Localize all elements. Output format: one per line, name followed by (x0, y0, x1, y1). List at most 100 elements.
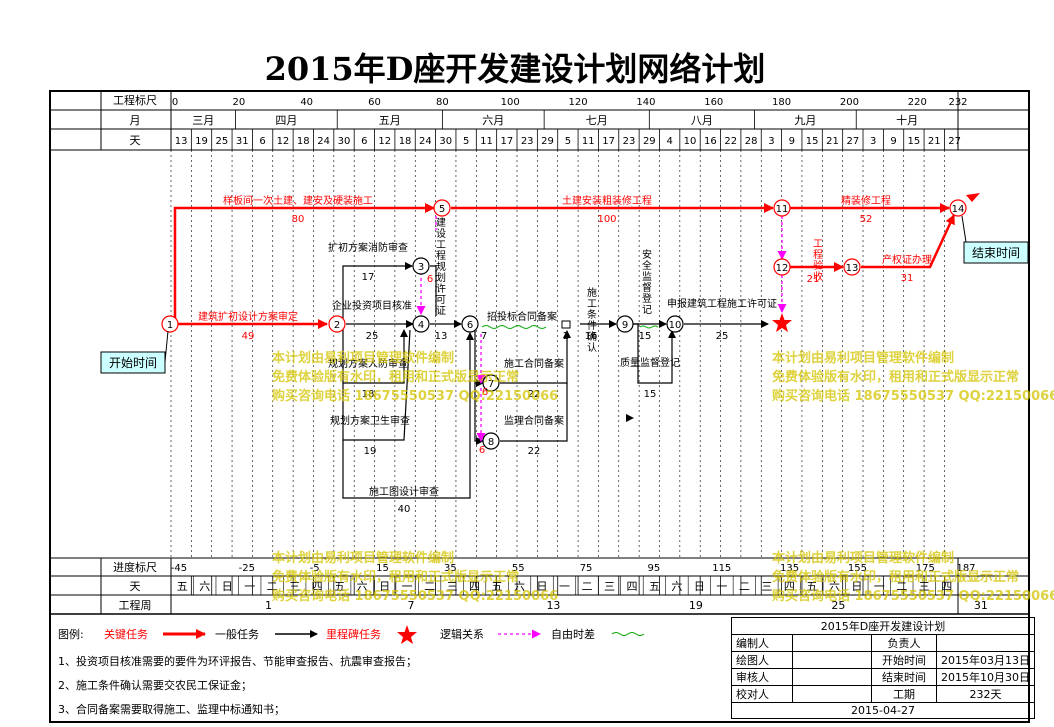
day-label: 9 (789, 136, 795, 147)
dur-t19: 31 (901, 273, 914, 284)
weekday-label: 日 (379, 580, 390, 593)
float-f1: 6 (427, 274, 433, 285)
float-f2: 6 (482, 387, 488, 398)
day-label: 13 (175, 136, 188, 147)
node-label: 8 (488, 437, 494, 448)
svg-text:本计划由易利项目管理软件编制: 本计划由易利项目管理软件编制 (772, 550, 954, 566)
progress-tick: -45 (171, 563, 187, 574)
top-tick: 120 (569, 97, 588, 108)
day-label: 21 (826, 136, 839, 147)
top-tick: 100 (501, 97, 520, 108)
weekday-label: 五 (492, 580, 503, 593)
node-7 (482, 374, 500, 392)
weekday-label: 三 (289, 580, 300, 593)
svg-text:里程碑任务: 里程碑任务 (326, 628, 381, 641)
progress-tick: -25 (239, 563, 255, 574)
node-14 (949, 199, 967, 217)
top-tick: 220 (908, 97, 927, 108)
node-label: 6 (467, 320, 473, 331)
svg-text:施工条件确认: 施工条件确认 (587, 286, 597, 354)
dur-t5: 17 (362, 272, 375, 283)
node-12 (773, 258, 791, 276)
day-label: 28 (745, 136, 758, 147)
weekday-label: 日 (222, 580, 233, 593)
task-t5: 扩初方案消防审查 (328, 241, 408, 254)
progress-tick: 35 (444, 563, 457, 574)
weekday-label: 二 (896, 580, 907, 593)
day-label: 11 (582, 136, 595, 147)
node-4 (412, 315, 430, 333)
vtext-t18: 工程验收 (813, 239, 823, 283)
day-label: 30 (338, 136, 351, 147)
svg-text:免费体验版有水印，租用和正式版显示正常: 免费体验版有水印，租用和正式版显示正常 (272, 569, 519, 585)
day-label: 29 (643, 136, 656, 147)
svg-text:建设工程规划许可证: 建设工程规划许可证 (436, 216, 446, 317)
node-label: 4 (418, 320, 424, 331)
dur-t7: 18 (362, 389, 375, 400)
task-t19: 产权证办理 (882, 253, 932, 266)
svg-text:一般任务: 一般任务 (215, 628, 259, 641)
month-label: 九月 (794, 114, 816, 127)
week-label: 25 (831, 599, 845, 612)
day-label: 25 (216, 136, 229, 147)
week-label: 31 (974, 599, 988, 612)
weekday-label: 三 (447, 580, 458, 593)
task-t3: 精装修工程 (841, 194, 891, 207)
info-date: 2015-04-27 (730, 702, 1036, 719)
day-label: 11 (480, 136, 493, 147)
day-label: 16 (704, 136, 717, 147)
task-t11: 招投标合同备案 (487, 310, 557, 323)
weekday-label: 一 (402, 580, 413, 593)
day-label: 17 (602, 136, 615, 147)
day-label: 3 (768, 136, 774, 147)
float-f3: 6 (479, 445, 485, 456)
weekday-label: 日 (851, 580, 862, 593)
node-label: 14 (952, 204, 965, 215)
weekday-label: 二 (739, 580, 750, 593)
legend-notes: 1、投资项目核准需要的要件为环评报告、节能审查报告、抗震审查报告； 2、施工条件… (58, 650, 417, 722)
day-label: 5 (463, 136, 469, 147)
weekday-label: 日 (537, 580, 548, 593)
task-t8: 规划方案卫生审查 (330, 414, 410, 427)
note-1: 1、投资项目核准需要的要件为环评报告、节能审查报告、抗震审查报告； (58, 655, 417, 668)
node-2 (328, 315, 346, 333)
weekday-label: 一 (716, 580, 727, 593)
week-label: 7 (407, 599, 414, 612)
day-label: 27 (948, 136, 961, 147)
day-label: 21 (928, 136, 941, 147)
svg-text:免费体验版有水印，租用和正式版显示正常: 免费体验版有水印，租用和正式版显示正常 (772, 569, 1019, 585)
node-5 (433, 199, 451, 217)
progress-tick: 155 (848, 563, 867, 574)
day-label: 10 (684, 136, 697, 147)
node-label: 13 (846, 263, 859, 274)
weekday-label: 四 (941, 580, 952, 593)
weekday-label: 日 (694, 580, 705, 593)
weekday-label: 一 (874, 580, 885, 593)
svg-text:免费体验版有水印，租用和正式版显示正常: 免费体验版有水印，租用和正式版显示正常 (272, 369, 519, 385)
week-label: 13 (546, 599, 560, 612)
svg-text:本计划由易利项目管理软件编制: 本计划由易利项目管理软件编制 (272, 550, 454, 566)
end-label: 结束时间 (972, 246, 1020, 260)
start-label-box (100, 351, 166, 374)
critical-path (170, 203, 956, 329)
svg-text:工程验收: 工程验收 (813, 239, 823, 283)
weekday-label: 二 (424, 580, 435, 593)
weekday-label: 六 (514, 580, 525, 593)
top-tick: 60 (368, 97, 381, 108)
month-label: 十月 (896, 113, 918, 127)
node-label: 11 (776, 204, 789, 215)
day-label: 24 (419, 136, 432, 147)
task-t4: 建筑扩初设计方案审定 (198, 310, 298, 323)
month-label: 四月 (275, 114, 297, 127)
svg-text:购买咨询电话 18675550537 QQ:22150066: 购买咨询电话 18675550537 QQ:22150066 (772, 388, 1054, 404)
day-label: 27 (846, 136, 859, 147)
progress-tick: 55 (512, 563, 525, 574)
day-label: 12 (277, 136, 290, 147)
weekday-label: 一 (244, 580, 255, 593)
day-grid (170, 129, 945, 595)
